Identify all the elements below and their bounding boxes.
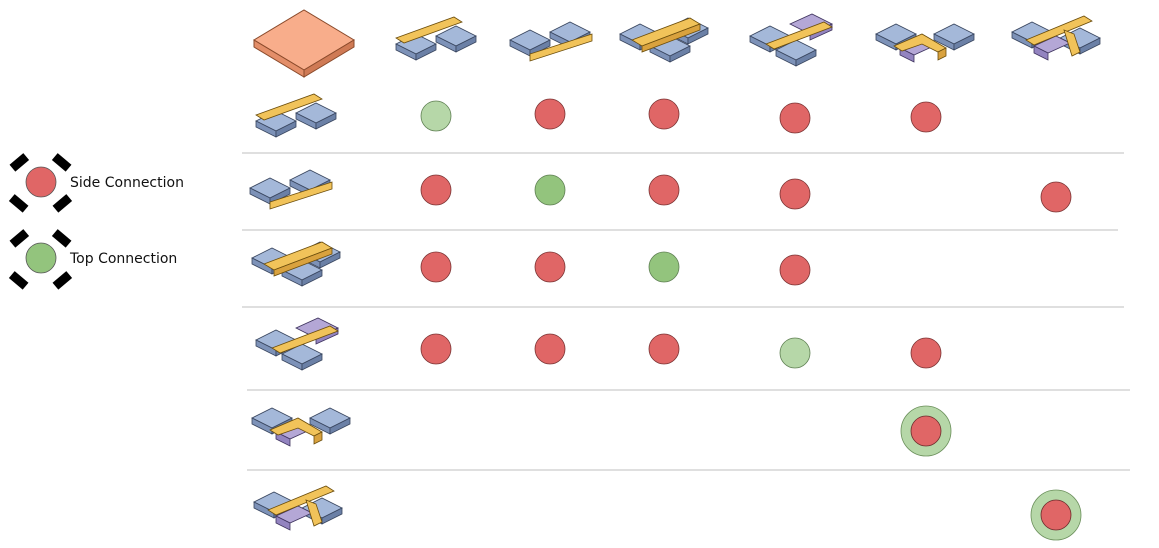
top-connection-label: Top Connection (69, 251, 177, 267)
row-header-four-panel-purple (255, 317, 339, 371)
side-connection-marker (648, 333, 680, 365)
side-connection-marker (648, 174, 680, 206)
side-connection-marker (420, 251, 452, 283)
legend-side-connection: Side Connection (8, 153, 184, 213)
top-connection-marker (534, 174, 566, 206)
column-header-two-panel-b (509, 21, 593, 62)
column-header-plate (253, 9, 355, 78)
side-connection-marker (910, 337, 942, 369)
row-header-three-panel-cross (251, 241, 341, 287)
row-dividers (242, 152, 1130, 471)
top-connection-marker (648, 251, 680, 283)
side-connection-marker (534, 98, 566, 130)
column-headers (253, 9, 1101, 78)
side-connection-marker (1040, 499, 1072, 531)
side-connection-swatch (25, 166, 57, 198)
row-header-two-panel-b (249, 169, 333, 210)
top-connection-marker (420, 100, 452, 132)
side-connection-marker (779, 254, 811, 286)
row-header-step-purple-b (253, 485, 343, 531)
side-connection-label: Side Connection (70, 175, 184, 191)
legend-top-connection: Top Connection (8, 229, 177, 290)
row-headers (249, 93, 351, 531)
side-connection-marker (910, 101, 942, 133)
side-connection-marker (779, 102, 811, 134)
side-connection-marker (779, 178, 811, 210)
row-header-two-panel-a (255, 93, 337, 138)
side-connection-marker (420, 174, 452, 206)
side-connection-marker (910, 415, 942, 447)
side-connection-marker (1040, 181, 1072, 213)
connection-markers (420, 98, 1082, 541)
top-connection-swatch (25, 242, 57, 274)
column-header-two-panel-a (395, 16, 477, 61)
connector-tabs-icon (8, 153, 73, 213)
row-header-step-purple-a (251, 407, 351, 447)
side-connection-marker (420, 333, 452, 365)
side-connection-marker (534, 333, 566, 365)
column-header-four-panel-purple (749, 13, 833, 67)
connector-tabs-icon (8, 229, 73, 290)
side-connection-marker (534, 251, 566, 283)
column-header-step-purple-b (1011, 15, 1101, 61)
legend: Side Connection Top Connection (8, 153, 184, 290)
top-connection-marker (779, 337, 811, 369)
column-header-step-purple-a (875, 23, 975, 63)
side-connection-marker (648, 98, 680, 130)
column-header-three-panel-cross (619, 17, 709, 63)
